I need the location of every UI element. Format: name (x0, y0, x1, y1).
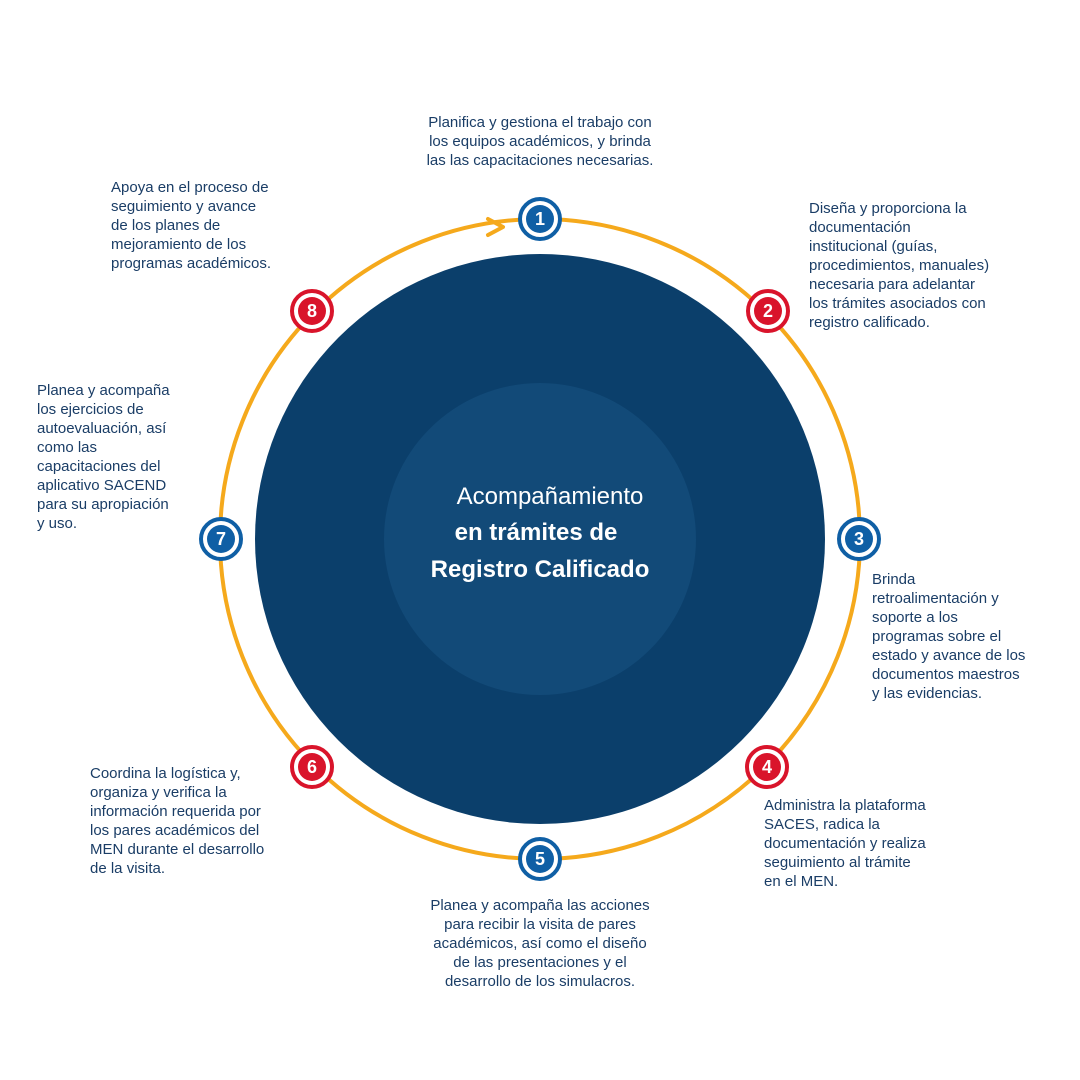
step-1-badge: 1 (518, 197, 562, 241)
step-5-number: 5 (526, 845, 554, 873)
center-title-line-2: en trámites de (454, 519, 618, 546)
step-6-number: 6 (298, 753, 326, 781)
arrow-right-icon (486, 217, 505, 237)
step-5-text: Planea y acompaña las acciones para reci… (430, 897, 650, 990)
step-4-text: Administra la plataforma SACES, radica l… (764, 797, 926, 890)
step-1-text: Planifica y gestiona el trabajo con los … (426, 114, 654, 169)
step-6-text: Coordina la logística y, organiza y veri… (90, 765, 265, 877)
step-7-number: 7 (207, 525, 235, 553)
center-title-line-3: Registro Calificado (430, 556, 650, 583)
step-7-text: Planea y acompaña los ejercicios de auto… (37, 382, 170, 532)
step-8-text: Apoya en el proceso de seguimiento y ava… (111, 179, 272, 272)
center-title-line-1: Acompañamiento (456, 483, 644, 510)
step-1-number: 1 (526, 205, 554, 233)
step-2-number: 2 (754, 297, 782, 325)
step-3-text: Brinda retroalimentación y soporte a los… (872, 571, 1026, 702)
center-title: Acompañamiento en trámites de Registro C… (360, 480, 720, 588)
step-4-number: 4 (753, 753, 781, 781)
step-3-number: 3 (845, 525, 873, 553)
step-8-number: 8 (298, 297, 326, 325)
step-7-badge: 7 (199, 517, 243, 561)
step-3-badge: 3 (837, 517, 881, 561)
step-5-badge: 5 (518, 837, 562, 881)
central-inner-circle (384, 383, 696, 695)
step-2-text: Diseña y proporciona la documentación in… (809, 200, 990, 331)
step-4-badge: 4 (745, 745, 789, 789)
step-6-badge: 6 (290, 745, 334, 789)
step-2-badge: 2 (746, 289, 790, 333)
step-8-badge: 8 (290, 289, 334, 333)
